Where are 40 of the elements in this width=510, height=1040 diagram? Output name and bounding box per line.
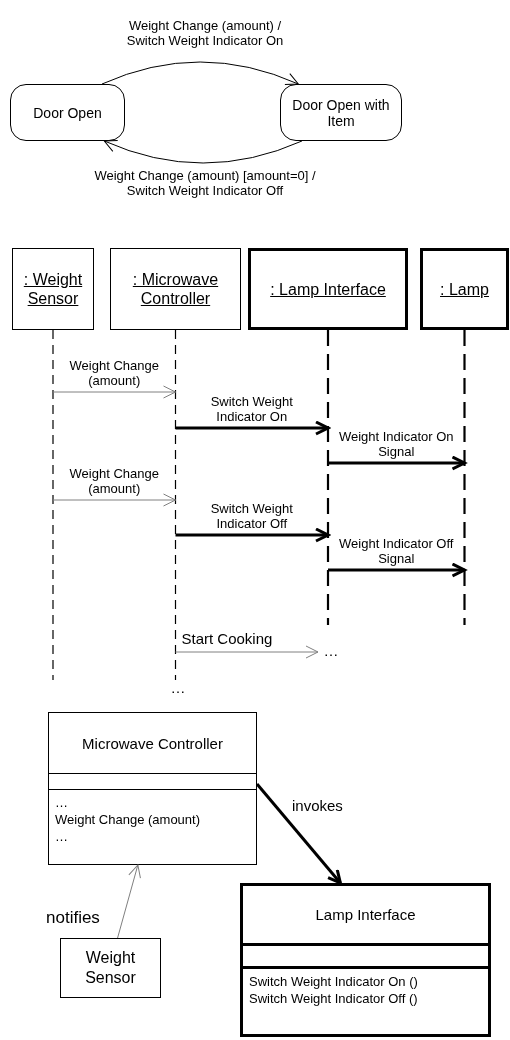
message-label: Weight Indicator Off Signal — [338, 536, 455, 566]
operation-text: … — [55, 794, 69, 811]
message-arrow — [52, 493, 176, 507]
transition-label: Weight Change (amount) [amount=0] / Switch Weight Indicator Off — [93, 168, 317, 198]
class-name: Lamp Interface — [315, 906, 416, 923]
message-label: Start Cooking — [181, 630, 274, 648]
message-label: Weight Indicator On Signal — [337, 429, 455, 459]
message-arrow — [175, 645, 319, 659]
operation-text: … — [55, 828, 69, 845]
association-label: notifies — [46, 908, 101, 928]
operation-text: Weight Change (amount) — [55, 811, 201, 828]
class-name: Microwave Controller — [82, 734, 223, 752]
state-box: Door Open with Item — [280, 84, 402, 141]
message-arrow — [328, 455, 466, 471]
association-arrow — [255, 782, 342, 885]
object-box: : Lamp — [420, 248, 509, 330]
class-box: Weight Sensor — [60, 938, 161, 998]
transition-arrow — [101, 61, 299, 86]
transition-arrow — [103, 139, 303, 164]
state-box: Door Open — [10, 84, 125, 141]
ellipsis: … — [318, 642, 344, 662]
message-arrow — [175, 420, 330, 436]
object-box: : Microwave Controller — [110, 248, 241, 330]
ellipsis: … — [169, 680, 187, 695]
association-arrow — [117, 864, 141, 939]
operation-text: Switch Weight Indicator Off () — [249, 990, 419, 1007]
message-arrow — [175, 527, 330, 543]
object-box: : Weight Sensor — [12, 248, 94, 330]
message-label: Switch Weight Indicator Off — [209, 501, 294, 531]
operation-text: Switch Weight Indicator On () — [249, 973, 419, 990]
message-arrow — [328, 562, 466, 578]
message-label: Switch Weight Indicator On — [209, 394, 294, 424]
class-box — [48, 712, 257, 865]
message-label: Weight Change (amount) — [68, 358, 160, 388]
message-arrow — [52, 385, 176, 399]
class-box — [240, 883, 491, 1037]
association-label: invokes — [292, 797, 344, 815]
transition-label: Weight Change (amount) / Switch Weight Indicator On — [125, 18, 285, 48]
object-box: : Lamp Interface — [248, 248, 408, 330]
message-label: Weight Change (amount) — [68, 466, 160, 496]
